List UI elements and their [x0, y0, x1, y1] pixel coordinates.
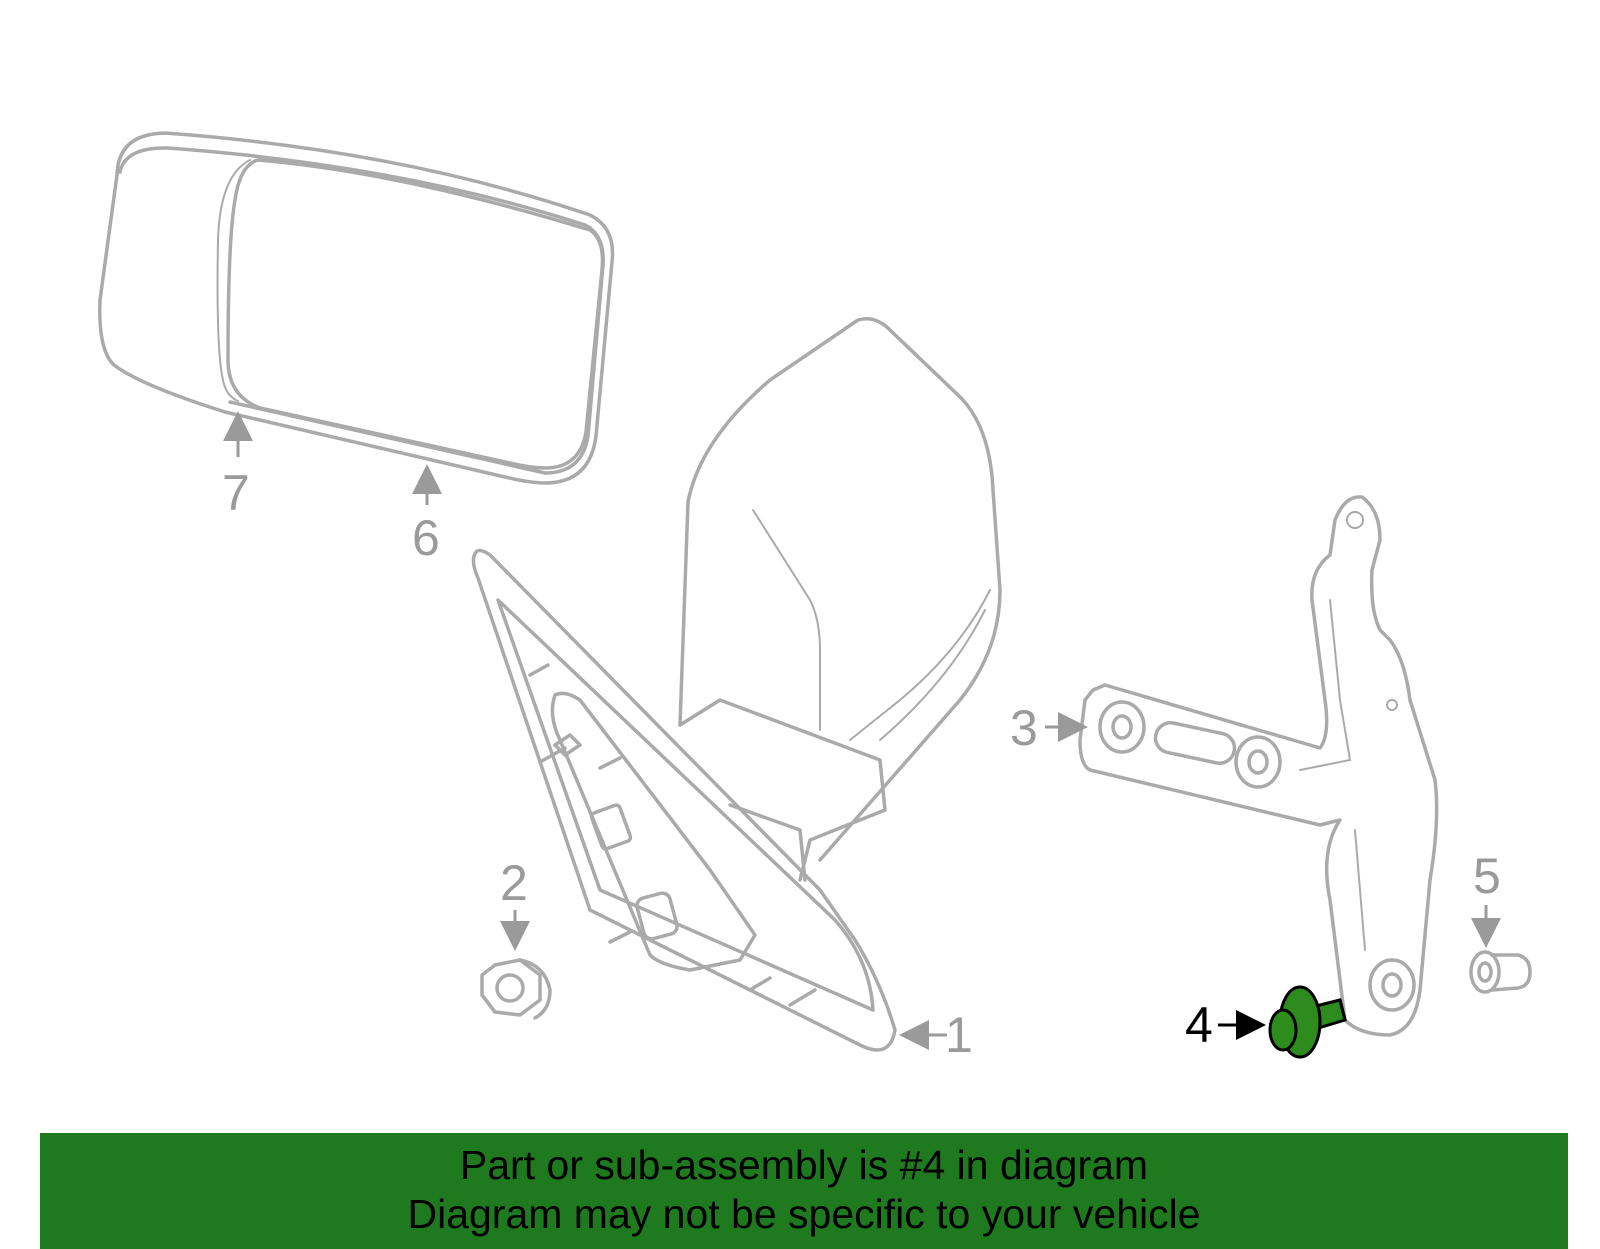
clip-part: [1469, 950, 1532, 994]
callout-7: 7: [222, 411, 253, 521]
banner-line-2: Diagram may not be specific to your vehi…: [407, 1191, 1201, 1237]
callout-label-1: 1: [945, 1007, 973, 1063]
mirror-housing-part: [678, 317, 1002, 882]
banner-line-1: Part or sub-assembly is #4 in diagram: [459, 1142, 1149, 1188]
callout-label-3: 3: [1010, 700, 1038, 756]
nut-part: [480, 958, 552, 1020]
callout-label-6: 6: [412, 510, 440, 566]
callout-label-7: 7: [222, 465, 250, 521]
mirror-glass-part: [98, 131, 615, 485]
info-banner: Part or sub-assembly is #4 in diagram Di…: [40, 1133, 1568, 1249]
callout-label-5: 5: [1473, 848, 1501, 904]
callout-1: 1: [899, 1007, 973, 1063]
callout-4: 4: [1185, 997, 1266, 1053]
bracket-part: [1078, 495, 1439, 1037]
mirror-base-part: [471, 548, 897, 1052]
callout-label-4: 4: [1185, 997, 1213, 1053]
bolt-part-highlighted: [1268, 985, 1347, 1059]
callout-5: 5: [1471, 848, 1501, 948]
callout-2: 2: [500, 855, 530, 951]
callout-6: 6: [412, 464, 442, 566]
callout-label-2: 2: [500, 855, 528, 911]
callout-3: 3: [1010, 700, 1088, 756]
